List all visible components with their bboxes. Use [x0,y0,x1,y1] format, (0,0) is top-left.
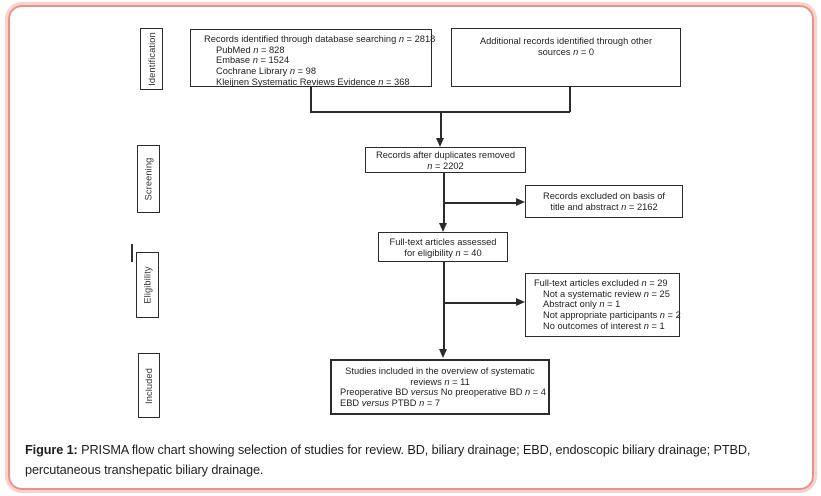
arrowhead-down-included [439,349,447,358]
box-line: No outcomes of interest n = 1 [543,320,665,331]
box-line: Records excluded on basis of [543,191,665,201]
caption-line-2: percutaneous transhepatic biliary draina… [25,462,264,477]
caption-figure-label: Figure 1: [25,443,78,457]
box-line: PubMed n = 828 [216,44,285,55]
box-line: Records identified through database sear… [204,34,436,44]
box-fulltext-assessed: Full-text articles assessed for eligibil… [378,232,508,262]
box-line: Embase n = 1524 [216,55,290,66]
arrowhead-down-fulltext [439,223,447,232]
arrowhead-right-fulltext-excluded [516,298,525,306]
figure-caption: Figure 1: PRISMA flow chart showing sele… [25,441,810,480]
figure-frame [8,5,814,490]
caption-line-1: Figure 1: PRISMA flow chart showing sele… [25,441,810,461]
box-line: Records after duplicates removed [375,150,515,160]
box-line: Cochrane Library n = 98 [216,66,317,77]
stage-label-text: Eligibility [142,266,153,304]
stage-label-text: Screening [143,157,154,201]
box-line: Full-text articles excluded n = 29 [534,278,668,288]
stage-label-screening: Screening [137,145,160,213]
connector-to-duplicates [440,111,442,139]
box-line: n = 2202 [427,160,464,171]
box-line: Additional records identified through ot… [479,36,653,46]
connector-additional-down [569,86,571,112]
box-line: sources n = 0 [537,46,595,57]
caption-text: PRISMA flow chart showing selection of s… [77,443,751,457]
box-records-identified: Records identified through database sear… [190,29,436,87]
box-line: Not a systematic review n = 25 [543,288,670,299]
connector-branch-fulltext-excluded [443,302,516,304]
box-line: for eligibility n = 40 [404,247,482,258]
stage-label-included: Included [138,353,160,418]
box-line: title and abstract n = 2162 [550,201,658,212]
box-line: Not appropriate participants n = 2 [543,310,681,321]
box-additional-records: Additional records identified through ot… [451,28,681,87]
arrowhead-down-duplicates [436,138,444,147]
connector-fulltext-to-included [443,262,445,350]
connector-branch-records-excluded [443,202,516,204]
box-line: EBD versus PTBD n = 7 [340,398,441,409]
box-fulltext-excluded: Full-text articles excluded n = 29 Not a… [525,273,681,337]
box-studies-included: Studies included in the overview of syst… [330,359,550,415]
box-line: Preoperative BD versus No preoperative B… [340,387,546,398]
box-line: reviews n = 11 [410,376,470,387]
connector-duplicates-to-fulltext [443,173,445,224]
stage-label-text: Included [144,367,155,404]
box-line: Full-text articles assessed [389,237,497,247]
stage-label-eligibility: Eligibility [136,252,159,318]
connector-identified-down [310,86,312,112]
box-records-excluded: Records excluded on basis of title and a… [525,185,683,218]
text-cursor-artifact [131,244,133,262]
box-line: Kleijnen Systematic Reviews Evidence n =… [216,76,410,87]
box-line: Studies included in the overview of syst… [345,366,535,376]
box-duplicates-removed: Records after duplicates removed n = 220… [365,147,526,173]
arrowhead-right-records-excluded [516,198,525,206]
stage-label-text: Identification [146,32,157,86]
box-line: Abstract only n = 1 [543,299,621,310]
stage-label-identification: Identification [140,28,163,90]
